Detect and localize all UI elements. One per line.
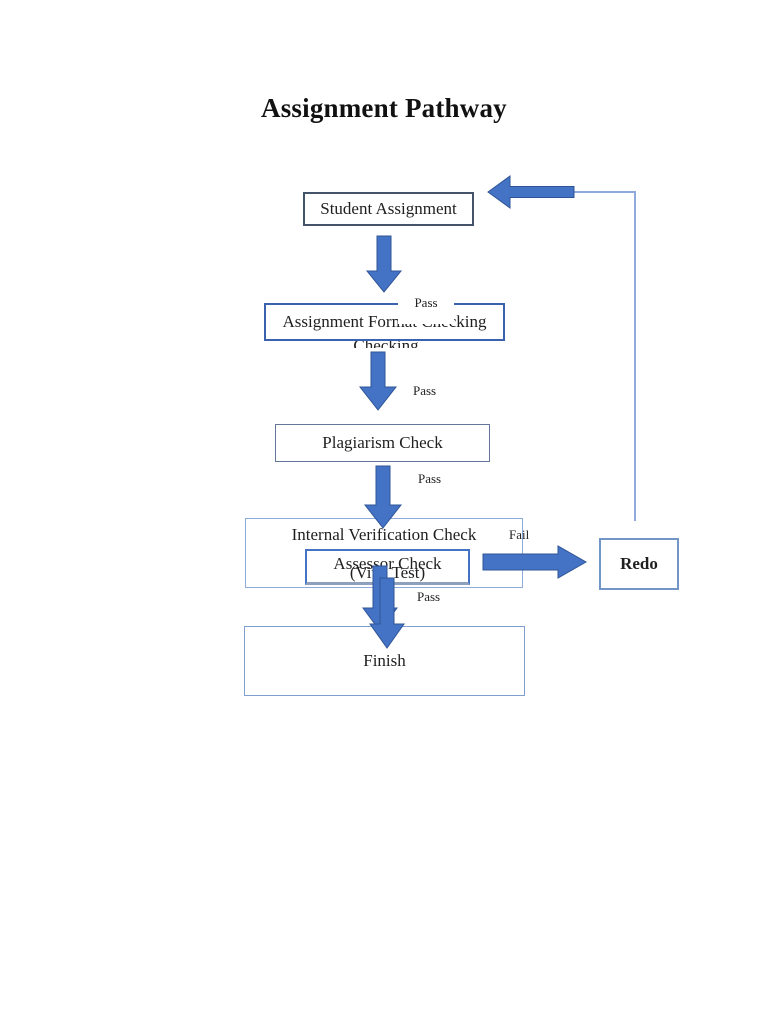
node-finish: Finish: [244, 626, 525, 696]
fail-label: Fail: [509, 527, 530, 542]
arrow-left-icon: [487, 175, 575, 209]
pass-label-4: Pass: [417, 589, 441, 604]
node-assessor-check: Assessor Check (Viva Test): [305, 549, 470, 585]
node-redo-label: Redo: [620, 554, 658, 573]
viva-test-label: (Viva Test): [349, 563, 426, 582]
node-redo: Redo: [599, 538, 679, 590]
page-title: Assignment Pathway: [261, 93, 507, 123]
format-overflow-clipped-text: Checking: [353, 337, 419, 348]
node-finish-label: Finish: [363, 651, 406, 670]
node-plagiarism-check: Plagiarism Check: [275, 424, 490, 462]
arrow-down-1-icon: [365, 235, 403, 293]
node-student-assignment: Student Assignment: [303, 192, 474, 226]
assessor-check-label: Assessor Check: [333, 554, 442, 573]
node-assignment-format-checking-label: Assignment Format Checking: [282, 312, 487, 331]
pass-label-2: Pass: [413, 383, 437, 398]
node-plagiarism-check-label: Plagiarism Check: [322, 433, 443, 452]
arrow-down-2-icon: [358, 351, 398, 411]
pass-label-1: Pass: [398, 294, 454, 324]
pass-label-3: Pass: [418, 471, 442, 486]
assessor-check-lines: Assessor Check (Viva Test): [307, 551, 468, 582]
node-assignment-format-checking: Assignment Format Checking: [264, 303, 505, 341]
node-student-assignment-label: Student Assignment: [320, 199, 457, 218]
feedback-connector-line: [572, 191, 636, 521]
node-internal-verification-check-label: Internal Verification Check: [291, 525, 477, 544]
